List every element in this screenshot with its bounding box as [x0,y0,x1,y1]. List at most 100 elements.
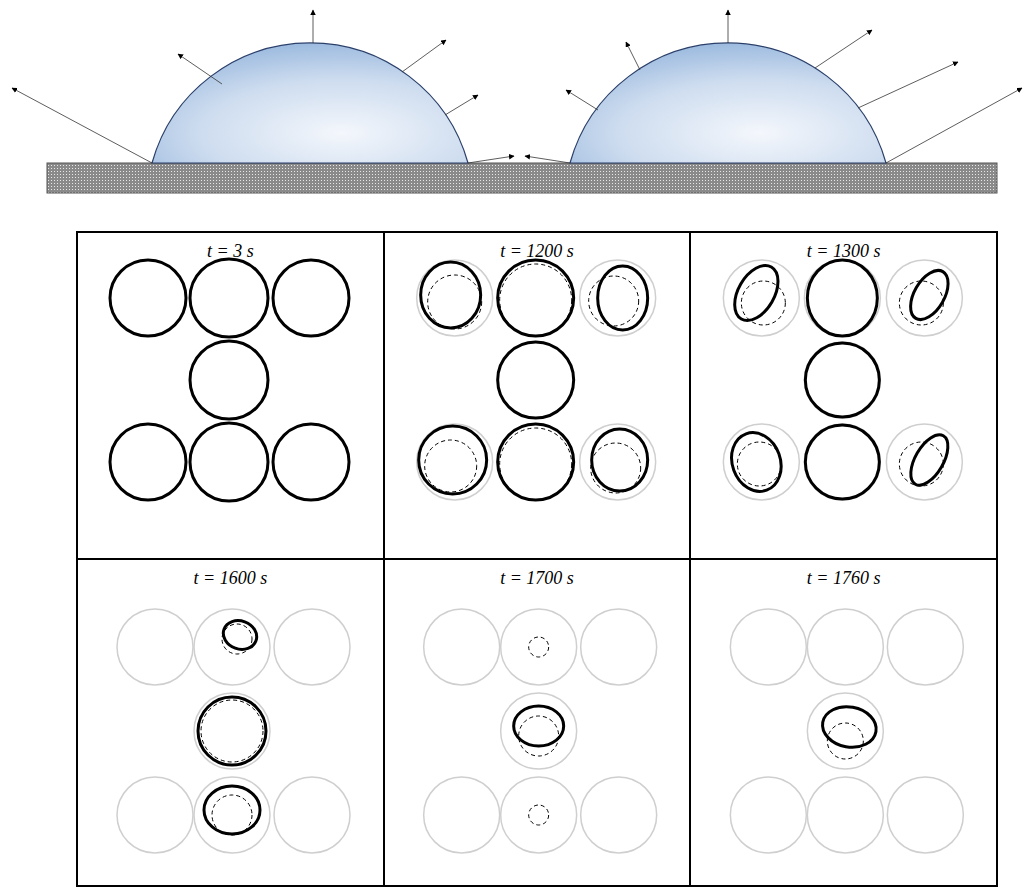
time-label: t = 1300 s [691,233,996,262]
contact-line-panel [117,609,350,853]
contact-line [805,425,879,499]
contact-line [190,341,268,419]
flux-arrow [858,62,958,108]
initial-footprint [581,609,657,685]
time-panel: t = 1300 s [690,232,997,559]
flux-arrow [445,95,478,115]
initial-footprint [424,777,500,853]
contact-line [514,706,564,746]
initial-footprint [807,777,883,853]
dashed-footprint [529,637,549,657]
contact-line-panel [110,259,349,501]
contact-line [903,264,956,326]
initial-footprint [274,609,350,685]
initial-footprint [498,424,574,500]
contact-line [805,343,879,417]
initial-footprint [804,342,880,418]
contact-line [204,786,260,834]
contact-line [198,697,266,765]
flux-arrow [566,90,598,110]
contact-line [598,266,648,330]
dashed-footprint [425,440,477,492]
initial-footprint [886,424,962,500]
initial-footprint [581,777,657,853]
contact-line-panel [723,258,962,500]
contact-line [421,262,481,328]
initial-footprint [580,424,656,500]
initial-footprint [194,777,270,853]
flux-arrow [313,10,314,43]
contact-line [592,429,648,491]
initial-footprint [887,609,963,685]
grid-frame [77,232,997,886]
contact-line [498,260,574,336]
time-panel: t = 1760 s [690,559,997,886]
dashed-footprint [212,795,252,835]
droplet [152,43,468,163]
time-label: t = 1700 s [385,560,690,589]
initial-footprint [117,609,193,685]
initial-footprint [730,609,806,685]
contact-line [219,616,261,654]
dashed-footprint [201,700,263,762]
contact-line [110,424,186,500]
initial-footprint [804,424,880,500]
contact-line [110,260,186,336]
time-panel: t = 3 s [77,232,384,559]
time-panel: t = 1700 s [384,559,691,886]
initial-footprint [804,260,880,336]
flux-arrow [886,88,1022,163]
contact-line [498,424,574,500]
substrate [47,163,997,193]
initial-footprint [501,777,577,853]
time-label: t = 1600 s [78,560,383,589]
contact-line [724,426,790,499]
droplet [570,43,886,163]
contact-line-panel [417,260,656,500]
contact-line-panel [730,609,963,853]
initial-footprint [194,609,270,685]
flux-arrow [626,42,640,70]
time-label: t = 1200 s [385,233,690,262]
initial-footprint [117,777,193,853]
initial-footprint [417,424,493,500]
initial-footprint [194,693,270,769]
flux-arrow [815,30,872,68]
time-label: t = 1760 s [691,560,996,589]
flux-arrow [728,10,729,43]
contact-line-panel [424,609,657,853]
contact-line [807,260,877,336]
dashed-footprint [589,276,639,326]
time-panel: t = 1600 s [77,559,384,886]
flux-arrow [402,40,446,72]
dashed-footprint [519,716,559,756]
contact-line [498,342,574,418]
initial-footprint [887,777,963,853]
initial-footprint [417,260,493,336]
flux-arrow [178,54,222,84]
dashed-footprint [529,805,549,825]
dashed-footprint [737,442,781,486]
time-label: t = 3 s [78,233,383,262]
contact-line [273,260,349,336]
initial-footprint [498,260,574,336]
initial-footprint [274,777,350,853]
initial-footprint [723,424,799,500]
flux-arrow [525,156,570,163]
initial-footprint [886,260,962,336]
initial-footprint [807,693,883,769]
initial-footprint [424,609,500,685]
initial-footprint [498,342,574,418]
flux-arrow [468,156,514,163]
contact-line [903,429,955,491]
contact-line [190,423,268,501]
dashed-footprint [428,275,482,329]
contact-line [273,424,349,500]
time-panel: t = 1200 s [384,232,691,559]
contact-line [819,703,879,752]
flux-arrow [12,88,152,163]
initial-footprint [501,693,577,769]
initial-footprint [730,777,806,853]
